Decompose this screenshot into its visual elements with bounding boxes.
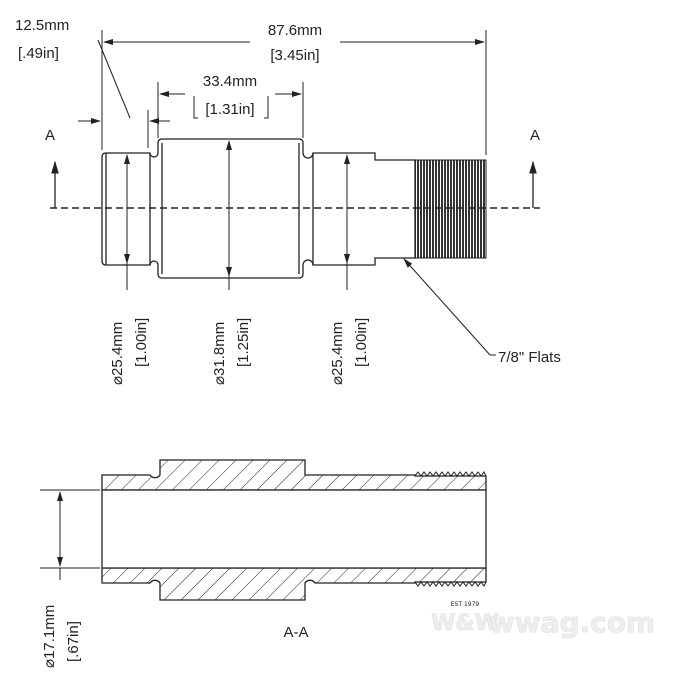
right-diameter-label: ⌀25.4mm [1.00in] [329, 318, 370, 385]
svg-text:⌀17.1mm: ⌀17.1mm [41, 605, 58, 668]
thread-section [414, 159, 487, 259]
section-letter-left: A [45, 127, 55, 144]
overall-length-in: [3.45in] [270, 47, 319, 64]
end-length-in: [.49in] [18, 45, 59, 62]
overall-length-dimension: 87.6mm [3.45in] [101, 22, 487, 155]
watermark-logo: EST 1979 W&W wwag.com [431, 601, 656, 639]
svg-text:⌀25.4mm: ⌀25.4mm [329, 322, 346, 385]
svg-text:⌀31.8mm: ⌀31.8mm [211, 322, 228, 385]
shaft-side-view [50, 138, 540, 290]
left-diameter-label: ⌀25.4mm [1.00in] [109, 318, 150, 385]
overall-length-mm: 87.6mm [268, 22, 322, 39]
svg-text:wwag.com: wwag.com [489, 606, 655, 639]
svg-text:⌀25.4mm: ⌀25.4mm [109, 322, 126, 385]
section-mark-right: A [529, 127, 540, 208]
flats-callout: 7/8" Flats [403, 258, 561, 366]
bore-diameter-label: ⌀17.1mm [.67in] [41, 605, 82, 668]
end-length-dimension: 12.5mm [.49in] [15, 17, 170, 148]
center-diameter-label: ⌀31.8mm [1.25in] [211, 318, 252, 385]
flats-note: 7/8" Flats [498, 349, 561, 366]
svg-text:[1.00in]: [1.00in] [353, 318, 370, 367]
svg-text:W&W: W&W [431, 611, 499, 636]
svg-text:[1.25in]: [1.25in] [235, 318, 252, 367]
center-length-in: [1.31in] [205, 101, 254, 118]
section-label: A-A [283, 624, 308, 641]
svg-text:[1.00in]: [1.00in] [133, 318, 150, 367]
svg-text:[.67in]: [.67in] [65, 621, 82, 662]
section-mark-left: A [45, 127, 59, 208]
end-length-mm: 12.5mm [15, 17, 69, 34]
center-length-dimension: 33.4mm [1.31in] [157, 73, 304, 138]
center-length-mm: 33.4mm [203, 73, 257, 90]
svg-text:EST 1979: EST 1979 [451, 601, 480, 608]
section-view-a-a: A-A [40, 459, 487, 641]
section-letter-right: A [530, 127, 540, 144]
